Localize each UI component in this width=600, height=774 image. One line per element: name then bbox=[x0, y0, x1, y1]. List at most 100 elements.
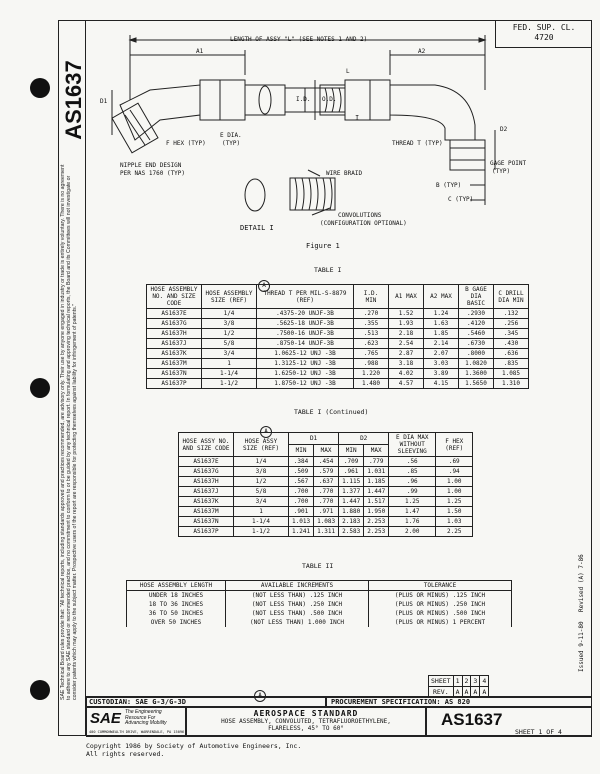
table1c-cell: .901 bbox=[287, 506, 315, 517]
table1c-cell: .637 bbox=[313, 476, 340, 487]
table1c-cell: 1.311 bbox=[313, 526, 340, 537]
table1-cell: 4.15 bbox=[423, 378, 459, 389]
length-label: LENGTH OF ASSY "L" (SEE NOTES 1 AND 2) bbox=[230, 36, 368, 43]
table1c-cell: 2.253 bbox=[363, 516, 390, 527]
table2-cell: (PLUS OR MINUS) 1 PERCENT bbox=[368, 618, 512, 627]
table1-cell: AS1637N bbox=[146, 368, 202, 379]
table1c-cell: 1.447 bbox=[338, 496, 365, 507]
table1c-header: F HEX (REF) bbox=[435, 432, 474, 457]
table1c-cell: 1.47 bbox=[388, 506, 437, 517]
table1c-cell: .56 bbox=[388, 456, 437, 467]
table1c-cell: 1.013 bbox=[287, 516, 315, 527]
table1-cell: .430 bbox=[493, 338, 529, 349]
c-typ-label: C (TYP) bbox=[448, 196, 474, 203]
rights: All rights reserved. bbox=[86, 750, 165, 758]
table1-cell: 3.89 bbox=[423, 368, 459, 379]
sheet-of: SHEET 1 OF 4 bbox=[515, 728, 562, 736]
table1c-subheader: MAX bbox=[313, 444, 340, 457]
l-label: L bbox=[346, 68, 350, 75]
table2-cell: (NOT LESS THAN) .250 INCH bbox=[225, 600, 369, 609]
table2-cell: (PLUS OR MINUS) .500 INCH bbox=[368, 609, 512, 618]
table1-cell: .835 bbox=[493, 358, 529, 369]
table1-cell: 1.85 bbox=[423, 328, 459, 339]
e-dia-label: E DIA. bbox=[220, 132, 242, 139]
wire-braid-label: WIRE BRAID bbox=[326, 170, 363, 177]
fed-sup-cl-box: FED. SUP. CL. 4720 bbox=[495, 20, 592, 48]
table1-cell: 2.14 bbox=[423, 338, 459, 349]
table1-cell: .4375-20 UNJF-3B bbox=[256, 308, 354, 319]
table1c-cell: .700 bbox=[287, 496, 315, 507]
table1c-header: HOSE ASSY NO. AND SIZE CODE bbox=[178, 432, 234, 457]
table2-cell: (PLUS OR MINUS) .125 INCH bbox=[368, 590, 512, 600]
table1-cell: .765 bbox=[353, 348, 389, 359]
table1c-cell: .961 bbox=[338, 466, 365, 477]
table1-cell: AS1637H bbox=[146, 328, 202, 339]
table1c-cell: .567 bbox=[287, 476, 315, 487]
table1-cell: .2930 bbox=[458, 308, 494, 319]
table1c-cell: AS1637P bbox=[178, 526, 234, 537]
table1-cell: 1.0625-12 UNJ -3B bbox=[256, 348, 354, 359]
table1-header: A1 MAX bbox=[388, 284, 424, 309]
table2-cell: 36 TO 50 INCHES bbox=[126, 609, 226, 618]
table1c-cell: 2.583 bbox=[338, 526, 365, 537]
table1-cell: 1-1/2 bbox=[201, 378, 257, 389]
table1-cell: 3.03 bbox=[423, 358, 459, 369]
table1c-cell: AS1637M bbox=[178, 506, 234, 517]
copyright: Copyright 1986 by Society of Automotive … bbox=[86, 742, 302, 750]
nipple-label-2: PER NAS 1760 (TYP) bbox=[120, 170, 186, 177]
table1-cell: .355 bbox=[353, 318, 389, 329]
table1c-cell: 1.76 bbox=[388, 516, 437, 527]
revised-date: Revised (A) 7-86 bbox=[578, 554, 585, 612]
table1-cell: 1.480 bbox=[353, 378, 389, 389]
table1c-cell: 1.031 bbox=[363, 466, 390, 477]
table1-header: I.D. MIN bbox=[353, 284, 389, 309]
thread-label: THREAD T (TYP) bbox=[392, 140, 443, 147]
table1-cell: 5/8 bbox=[201, 338, 257, 349]
binder-hole bbox=[30, 680, 50, 700]
table2-header: AVAILABLE INCREMENTS bbox=[225, 580, 369, 591]
footer: Copyright 1986 by Society of Automotive … bbox=[86, 742, 301, 758]
sae-logo: SAE bbox=[90, 710, 121, 727]
table1c-cell: 2.00 bbox=[388, 526, 437, 537]
sheet-label: SHEET bbox=[428, 675, 454, 687]
table1-cell: AS1637P bbox=[146, 378, 202, 389]
table1-cell: .988 bbox=[353, 358, 389, 369]
table1c-cell: AS1637H bbox=[178, 476, 234, 487]
f-hex-label: F HEX (TYP) bbox=[166, 140, 206, 147]
table1c-subheader: MAX bbox=[363, 444, 390, 457]
table1-cell: .5460 bbox=[458, 328, 494, 339]
table2-header: HOSE ASSEMBLY LENGTH bbox=[126, 580, 226, 591]
table1c-cell: 2.253 bbox=[363, 526, 390, 537]
table1c-cell: 1.241 bbox=[287, 526, 315, 537]
procurement-cell: PROCUREMENT SPECIFICATION: AS 820 bbox=[326, 697, 592, 707]
convolutions-label: CONVOLUTIONS bbox=[338, 212, 382, 219]
a2-label: A2 bbox=[418, 48, 426, 55]
sidebar bbox=[58, 20, 86, 736]
table1c-cell: .69 bbox=[435, 456, 474, 467]
side-notice: SAE Technical Board rules provide that: … bbox=[60, 164, 78, 700]
table2-cell: (NOT LESS THAN) .500 INCH bbox=[225, 609, 369, 618]
table-row: 36 TO 50 INCHES(NOT LESS THAN) .500 INCH… bbox=[126, 609, 512, 618]
table1c-cell: 1.447 bbox=[363, 486, 390, 497]
vertical-doc-number: AS1637 bbox=[61, 60, 87, 140]
table1c-cell: .971 bbox=[313, 506, 340, 517]
table1-cell: 1.085 bbox=[493, 368, 529, 379]
table2-cell: OVER 50 INCHES bbox=[126, 618, 226, 627]
sheet-number: 4 bbox=[479, 675, 490, 687]
table1-header: HOSE ASSEMBLY SIZE (REF) bbox=[201, 284, 257, 309]
table1-cell: 1.310 bbox=[493, 378, 529, 389]
table1c-cell: 1-1/4 bbox=[233, 516, 289, 527]
table1c-cell: .779 bbox=[363, 456, 390, 467]
table1c-header: E DIA MAX WITHOUT SLEEVING bbox=[388, 432, 437, 457]
table1-cell: .270 bbox=[353, 308, 389, 319]
table1-cell: 1.52 bbox=[388, 308, 424, 319]
